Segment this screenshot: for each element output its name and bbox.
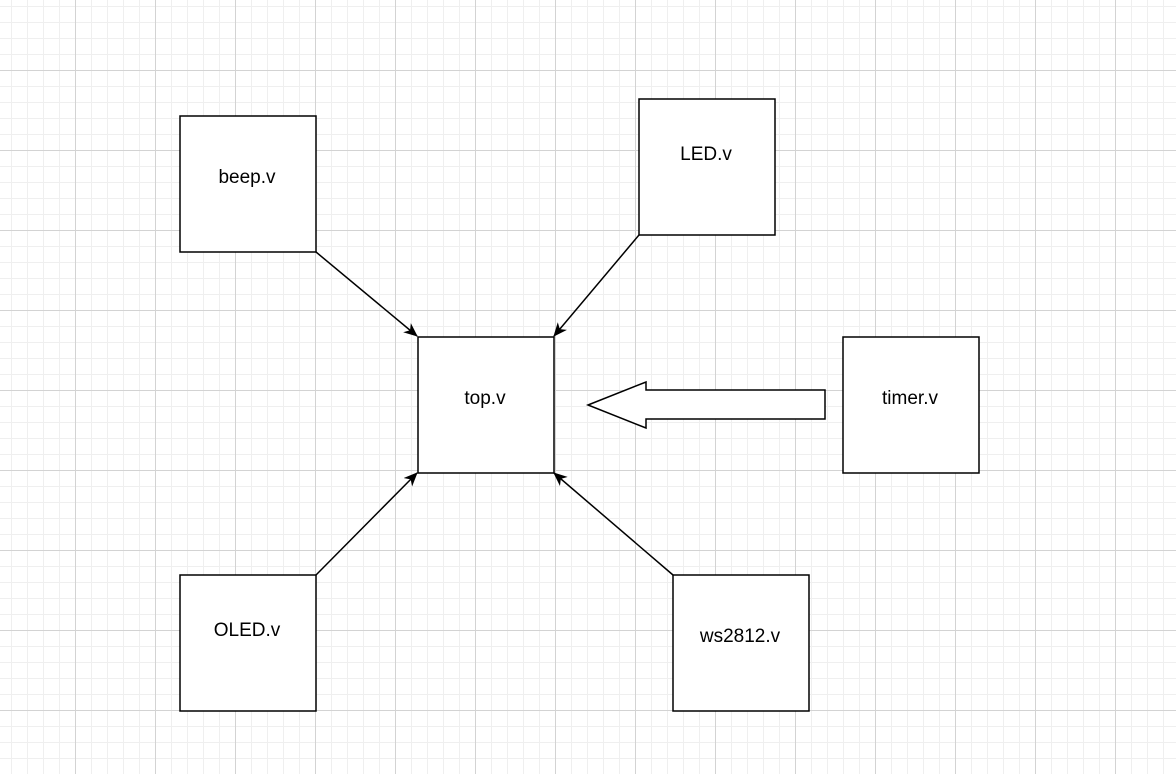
node-timer[interactable]: timer.v	[842, 336, 980, 474]
node-label-led: LED.v	[680, 144, 732, 165]
edge-ws2812-to-top[interactable]	[553, 472, 674, 576]
node-ws2812[interactable]: ws2812.v	[672, 574, 810, 712]
node-oled[interactable]: OLED.v	[179, 574, 317, 712]
node-label-oled: OLED.v	[214, 620, 281, 641]
edge-beep-to-top[interactable]	[315, 251, 418, 337]
node-beep[interactable]: beep.v	[179, 115, 317, 253]
node-label-timer: timer.v	[882, 388, 938, 409]
node-label-beep: beep.v	[218, 167, 276, 188]
node-led[interactable]: LED.v	[638, 98, 776, 236]
block-arrow-timer-to-top[interactable]	[585, 380, 826, 430]
edge-oled-to-top[interactable]	[315, 472, 418, 576]
node-label-ws2812: ws2812.v	[699, 626, 781, 647]
node-top[interactable]: top.v	[417, 336, 555, 474]
node-label-top: top.v	[464, 388, 506, 409]
edge-led-to-top[interactable]	[553, 234, 640, 337]
